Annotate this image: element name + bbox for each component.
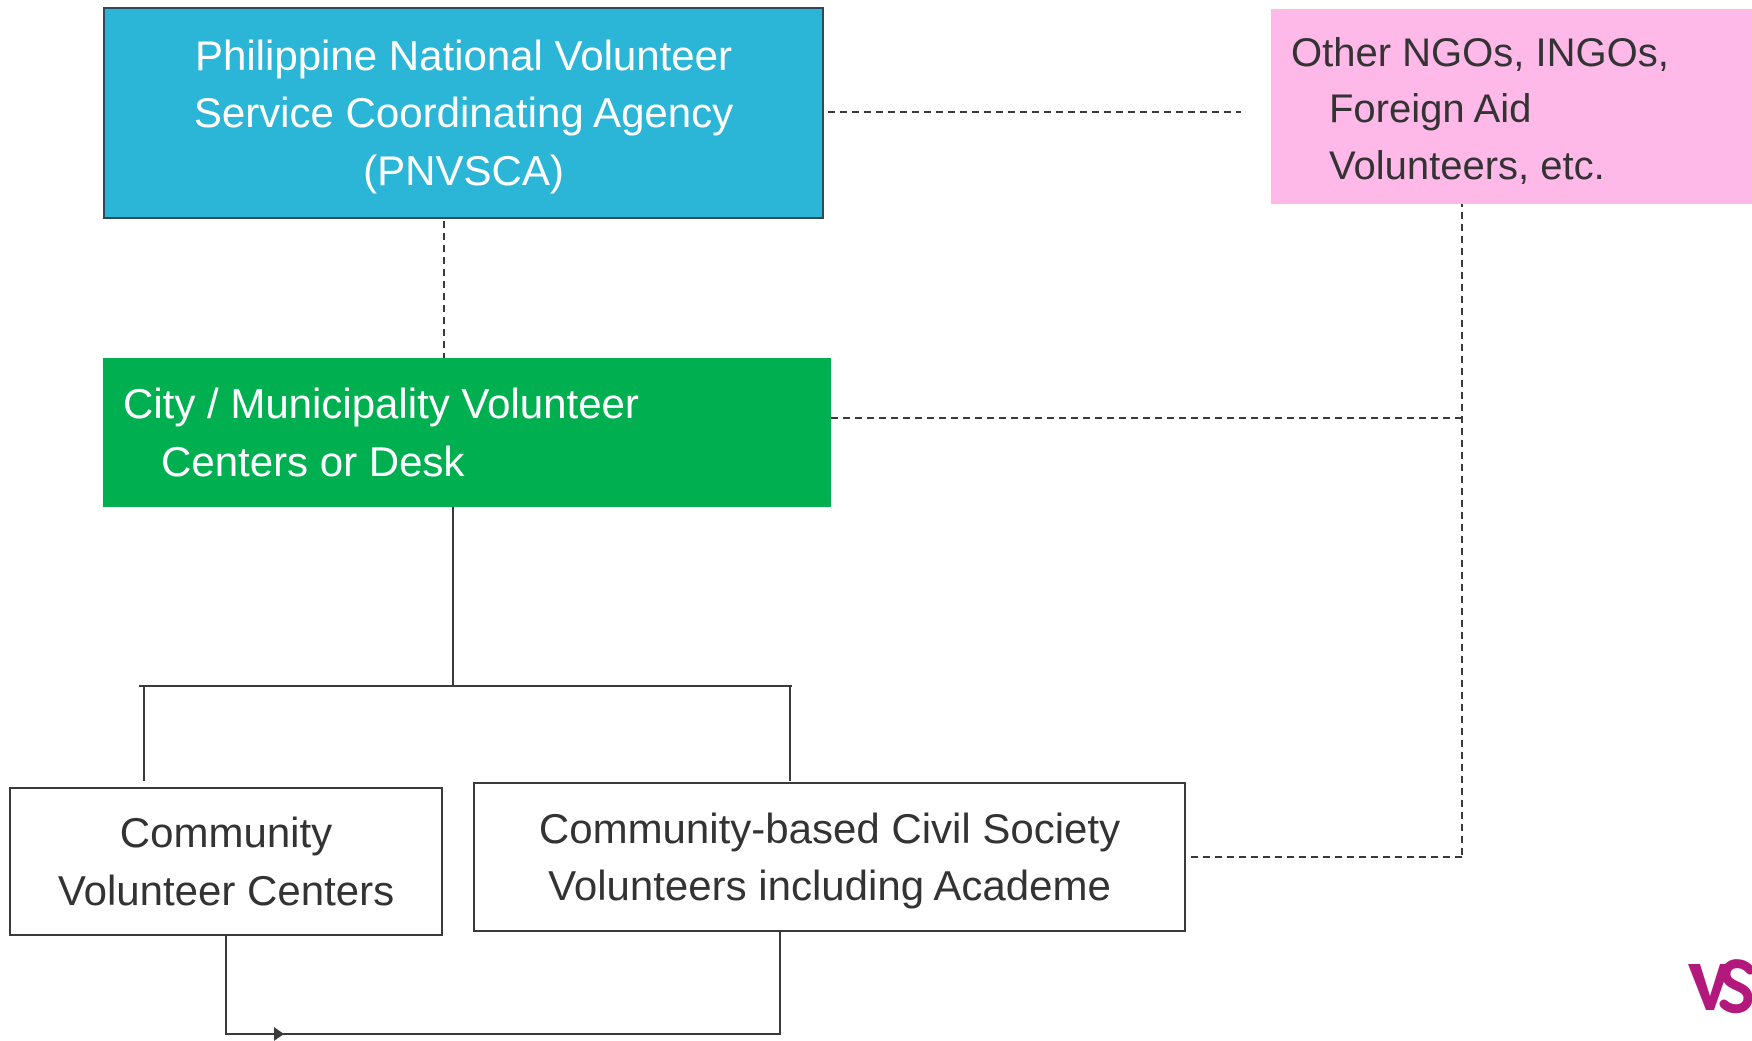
node-city-line-2: Centers or Desk [161, 437, 465, 485]
node-civil-line-2: Volunteers including Academe [548, 862, 1111, 909]
solid-link-bottom-loop [225, 932, 781, 1035]
node-other-line-3: Volunteers, etc. [1329, 143, 1605, 188]
node-community-line-2: Volunteer Centers [57, 866, 395, 914]
logo-icon [1688, 959, 1752, 1014]
node-pnvsca-line-1: Philippine National Volunteer [194, 32, 733, 80]
node-community-volunteer-centers: Community Volunteer Centers [9, 787, 443, 936]
node-pnvsca: Philippine National Volunteer Service Co… [103, 7, 824, 219]
node-pnvsca-line-3: (PNVSCA) [363, 146, 564, 194]
node-civil-society-volunteers: Community-based Civil Society Volunteers… [473, 782, 1186, 932]
node-city-volunteer-centers: City / Municipality Volunteer Centers or… [103, 358, 831, 507]
node-community-line-1: Community [119, 809, 333, 857]
node-civil-line-1: Community-based Civil Society [538, 804, 1121, 852]
arrowhead-icon [274, 1027, 284, 1041]
node-pnvsca-line-2: Service Coordinating Agency [193, 89, 734, 137]
node-city-line-1: City / Municipality Volunteer [123, 380, 639, 428]
node-other-line-1: Other NGOs, INGOs, [1291, 31, 1669, 75]
node-other-line-2: Foreign Aid [1329, 87, 1532, 132]
node-other-ngos: Other NGOs, INGOs, Foreign Aid Volunteer… [1271, 9, 1752, 204]
